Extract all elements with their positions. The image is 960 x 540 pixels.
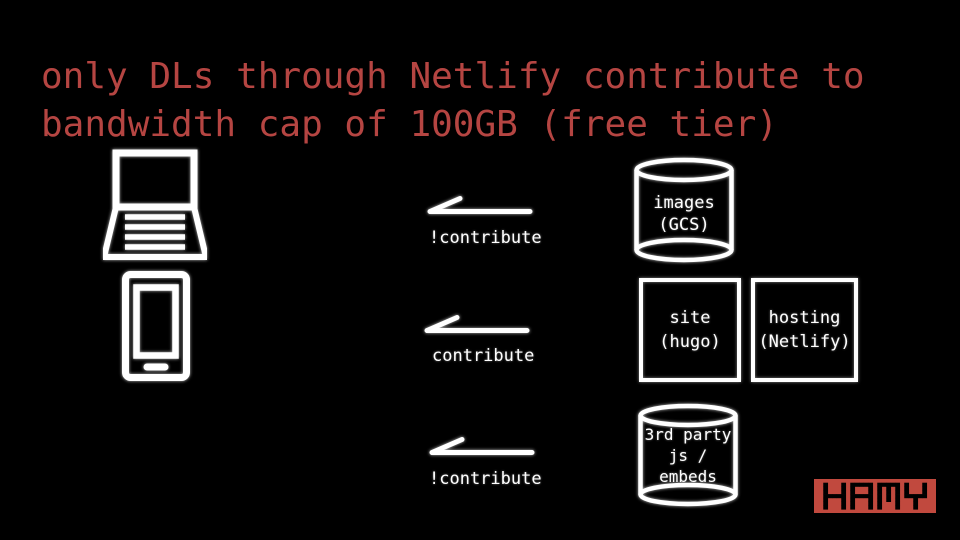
database-cylinder-icon (638, 403, 738, 507)
images-node-label: images (GCS) (653, 193, 715, 235)
hamy-logo (814, 479, 936, 513)
flow-label: !contribute (429, 469, 542, 489)
site-node: site (hugo) (639, 278, 741, 382)
flow-label: !contribute (429, 228, 542, 248)
left-arrow-icon (429, 437, 535, 455)
hamy-logo-letters (823, 482, 928, 510)
phone-icon (122, 271, 190, 381)
left-arrow-icon (427, 196, 533, 214)
flow-label: contribute (432, 346, 535, 366)
third-party-node-label: 3rd party js / embeds (644, 424, 732, 486)
slide-title: only DLs through Netlify contribute to b… (41, 56, 865, 145)
database-cylinder-icon (634, 157, 734, 263)
hosting-node: hosting (Netlify) (751, 278, 858, 382)
laptop-icon (103, 149, 207, 260)
left-arrow-icon (424, 315, 530, 333)
